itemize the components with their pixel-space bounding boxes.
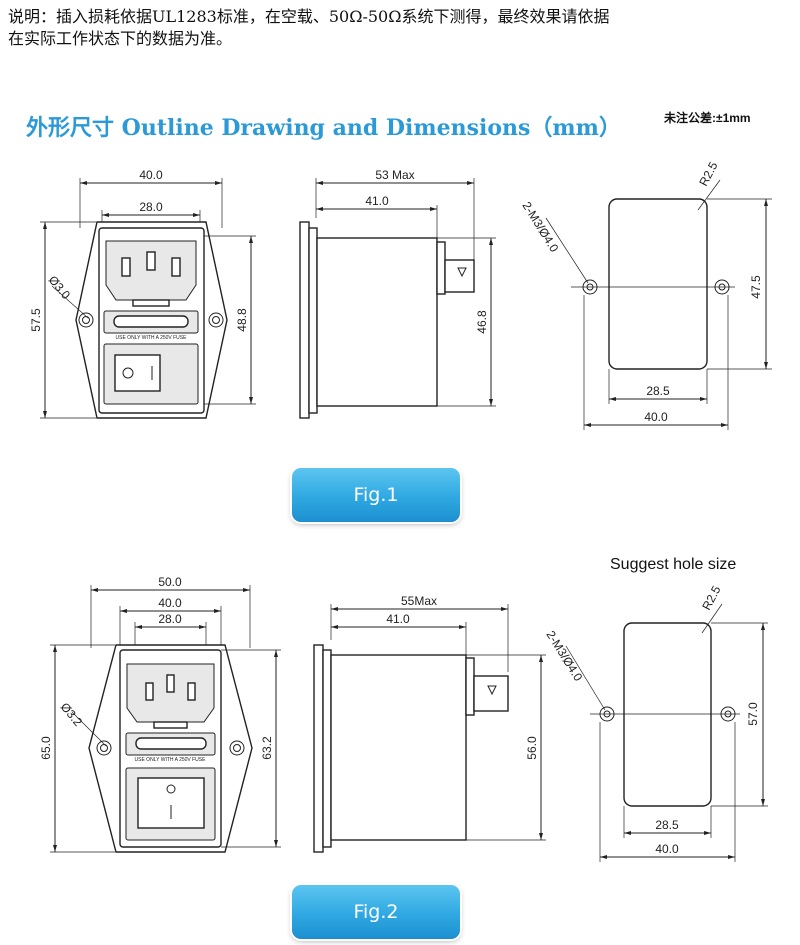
fig1-front-height-body: 48.8 (235, 308, 249, 332)
fig1-cutout-width-outer: 40.0 (644, 410, 668, 424)
fig1-side-view: 53 Max 41.0 46.8 (299, 168, 496, 419)
fig1-cutout-holes: 2-M3/Ø4.0 (519, 199, 561, 255)
fig2-side-height: 56.0 (525, 736, 539, 760)
tolerance-note: 未注公差:±1mm (664, 111, 751, 125)
fig1-side-depth: 41.0 (365, 194, 389, 208)
fig2-side-depth-max: 55Max (401, 594, 437, 608)
fig2-front-view: 50.0 40.0 28.0 USE ONLY WITH A 250V FUSE… (39, 575, 281, 853)
section-title: 外形尺寸 Outline Drawing and Dimensions（mm） (26, 115, 621, 141)
fig2-cutout-holes: 2-M3/Ø4.0 (543, 628, 585, 684)
fig2-side-depth: 41.0 (386, 612, 410, 626)
fig1-fuse-text: USE ONLY WITH A 250V FUSE (116, 335, 188, 341)
spec-note-line-1: 说明：插入损耗依据UL1283标准，在空载、50Ω-50Ω系统下测得，最终效果请… (8, 7, 610, 26)
fig2-cutout-width-inner: 28.5 (655, 818, 679, 832)
spec-note: 说明：插入损耗依据UL1283标准，在空载、50Ω-50Ω系统下测得，最终效果请… (8, 6, 788, 50)
fig1-front-height-total: 57.5 (29, 308, 43, 332)
fig2-front-height-body: 63.2 (260, 736, 274, 760)
fig2-button[interactable]: Fig.2 (292, 885, 460, 939)
fig2-side-view: 55Max 41.0 56.0 (313, 594, 546, 853)
fig1-cutout-height: 47.5 (749, 275, 763, 299)
fig2-front-height-total: 65.0 (39, 736, 53, 760)
fig2-fuse-text: USE ONLY WITH A 250V FUSE (135, 757, 207, 763)
fig1-cutout-width-inner: 28.5 (646, 384, 670, 398)
fig1-front-width-inner: 28.0 (139, 200, 163, 214)
fig2-front-hole-diameter: Ø3.2 (58, 700, 86, 729)
fig1-front-hole-diameter: Ø3.0 (46, 273, 74, 302)
fig1-button[interactable]: Fig.1 (292, 468, 460, 522)
fig1-front-view: 40.0 28.0 USE ONLY WITH A 250V FUSE Ø3.0… (29, 168, 256, 419)
spec-note-line-2: 在实际工作状态下的数据为准。 (8, 29, 233, 48)
fig1-front-width-outer: 40.0 (139, 168, 163, 182)
fig1-side-depth-max: 53 Max (375, 168, 414, 182)
fig2-front-width-outer: 40.0 (158, 596, 182, 610)
fig2-cutout-width-outer: 40.0 (655, 842, 679, 856)
fig1-cutout-view: R2.5 2-M3/Ø4.0 47.5 28.5 40.0 (519, 159, 772, 430)
fig2-front-width-total: 50.0 (158, 575, 182, 589)
fig2-cutout-height: 57.0 (746, 702, 760, 726)
fig2-cutout-radius: R2.5 (699, 583, 723, 612)
fig2-cutout-view: R2.5 2-M3/Ø4.0 57.0 28.5 40.0 (543, 583, 768, 862)
fig2-front-width-inner: 28.0 (158, 612, 182, 626)
suggest-hole-size-label: Suggest hole size (610, 556, 737, 573)
fig1-side-height: 46.8 (475, 310, 489, 334)
